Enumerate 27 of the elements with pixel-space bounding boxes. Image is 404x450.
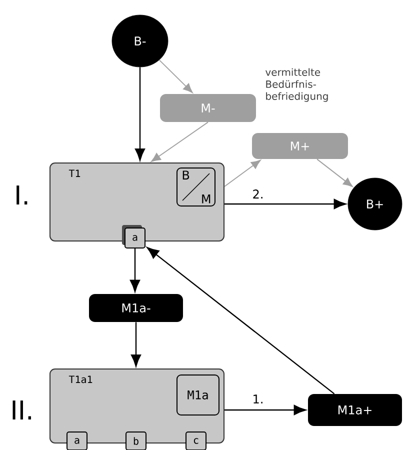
port-box: c <box>186 432 206 450</box>
edge-label: 1. <box>251 394 265 404</box>
arrow <box>146 247 335 394</box>
circle-node: B+ <box>348 178 402 230</box>
arrow <box>224 198 346 210</box>
arrow <box>151 122 208 162</box>
note-text: vermittelte Bedürfnis-befriedigung <box>266 68 328 102</box>
rounded-box: M- <box>160 94 256 122</box>
symbol-box: M1a <box>176 374 220 416</box>
arrow <box>134 67 146 161</box>
port-box: b <box>126 432 146 450</box>
rounded-box: M+ <box>252 133 348 159</box>
arrow <box>224 160 261 187</box>
arrow <box>316 158 353 187</box>
arrow <box>130 322 142 367</box>
port-box: a <box>122 225 146 248</box>
circle-node: B- <box>112 14 168 68</box>
arrow <box>130 248 140 292</box>
arrow <box>158 60 193 93</box>
level-label: II. <box>12 400 31 420</box>
rounded-box: M1a- <box>89 294 183 322</box>
port-box: a <box>66 432 88 450</box>
level-label: I. <box>16 186 28 204</box>
symbol-box: B M <box>176 168 216 206</box>
arrow <box>224 404 306 416</box>
edge-label: 2. <box>251 188 265 200</box>
rounded-box: M1a+ <box>308 394 402 426</box>
